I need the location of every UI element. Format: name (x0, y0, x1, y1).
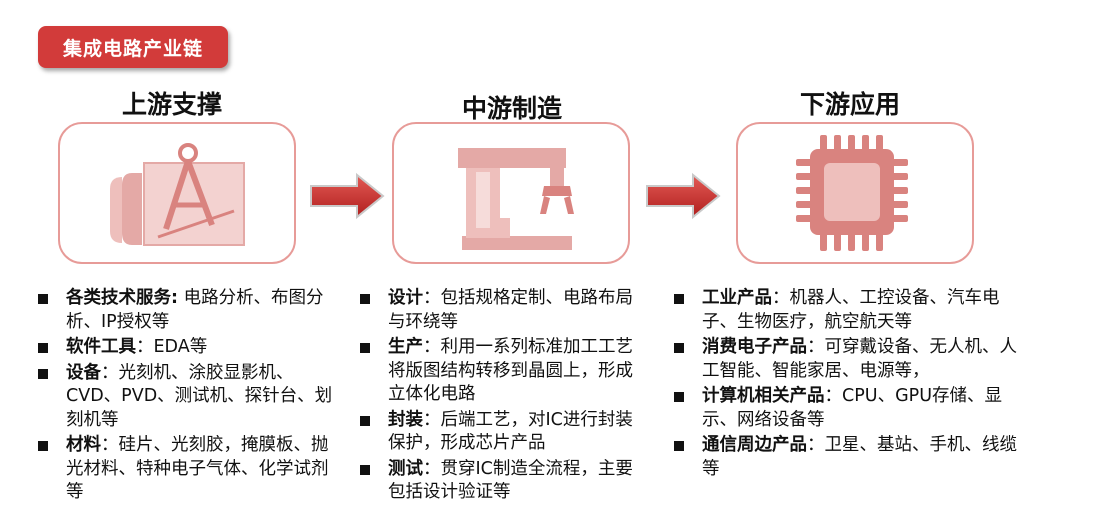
list-item: 设计：包括规格定制、电路布局与环绕等 (356, 287, 648, 334)
bullet-icon (38, 343, 48, 353)
drafting-icon (110, 143, 245, 246)
bullet-icon (674, 392, 684, 402)
robot-arm-icon (458, 148, 574, 250)
downstream-box (736, 122, 974, 264)
bullet-icon (674, 343, 684, 353)
arrow-right-icon (646, 172, 721, 220)
bullet-icon (38, 441, 48, 451)
list-item: 材料：硅片、光刻胶，掩膜板、抛光材料、特种电子气体、化学试剂等 (34, 434, 336, 505)
arrow-right-icon (310, 172, 385, 220)
list-item: 测试：贯穿IC制造全流程，主要包括设计验证等 (356, 458, 648, 505)
list-item: 各类技术服务: 电路分析、布图分析、IP授权等 (34, 287, 336, 334)
bullet-icon (674, 441, 684, 451)
list-item: 消费电子产品：可穿戴设备、无人机、人工智能、智能家居、电源等， (670, 336, 1020, 383)
bullet-icon (38, 294, 48, 304)
bullet-icon (360, 464, 370, 475)
bullet-icon (360, 343, 370, 353)
chip-icon (796, 135, 908, 251)
midstream-list: 设计：包括规格定制、电路布局与环绕等 生产：利用一系列标准加工工艺将版图结构转移… (356, 287, 648, 507)
list-item: 通信周边产品：卫星、基站、手机、线缆等 (670, 434, 1020, 481)
bullet-icon (38, 368, 48, 379)
downstream-title: 下游应用 (799, 90, 900, 119)
list-item: 软件工具：EDA等 (34, 336, 336, 360)
list-item: 生产：利用一系列标准加工工艺将版图结构转移到晶圆上，形成立体化电路 (356, 336, 648, 407)
bullet-icon (360, 294, 370, 304)
list-item: 封装：后端工艺，对IC进行封装保护，形成芯片产品 (356, 409, 648, 456)
upstream-title: 上游支撑 (121, 90, 222, 119)
section-tag: 集成电路产业链 (38, 26, 228, 68)
downstream-list: 工业产品：机器人、工控设备、汽车电子、生物医疗，航空航天等 消费电子产品：可穿戴… (670, 287, 1020, 483)
upstream-list: 各类技术服务: 电路分析、布图分析、IP授权等 软件工具：EDA等 设备：光刻机… (34, 287, 336, 507)
midstream-title: 中游制造 (461, 94, 562, 123)
list-item: 计算机相关产品：CPU、GPU存储、显示、网络设备等 (670, 385, 1020, 432)
bullet-icon (360, 415, 370, 426)
list-item: 工业产品：机器人、工控设备、汽车电子、生物医疗，航空航天等 (670, 287, 1020, 334)
bullet-icon (674, 294, 684, 304)
list-item: 设备：光刻机、涂胶显影机、CVD、PVD、测试机、探针台、划刻机等 (34, 362, 336, 433)
midstream-box (392, 122, 630, 264)
upstream-box (58, 122, 296, 264)
